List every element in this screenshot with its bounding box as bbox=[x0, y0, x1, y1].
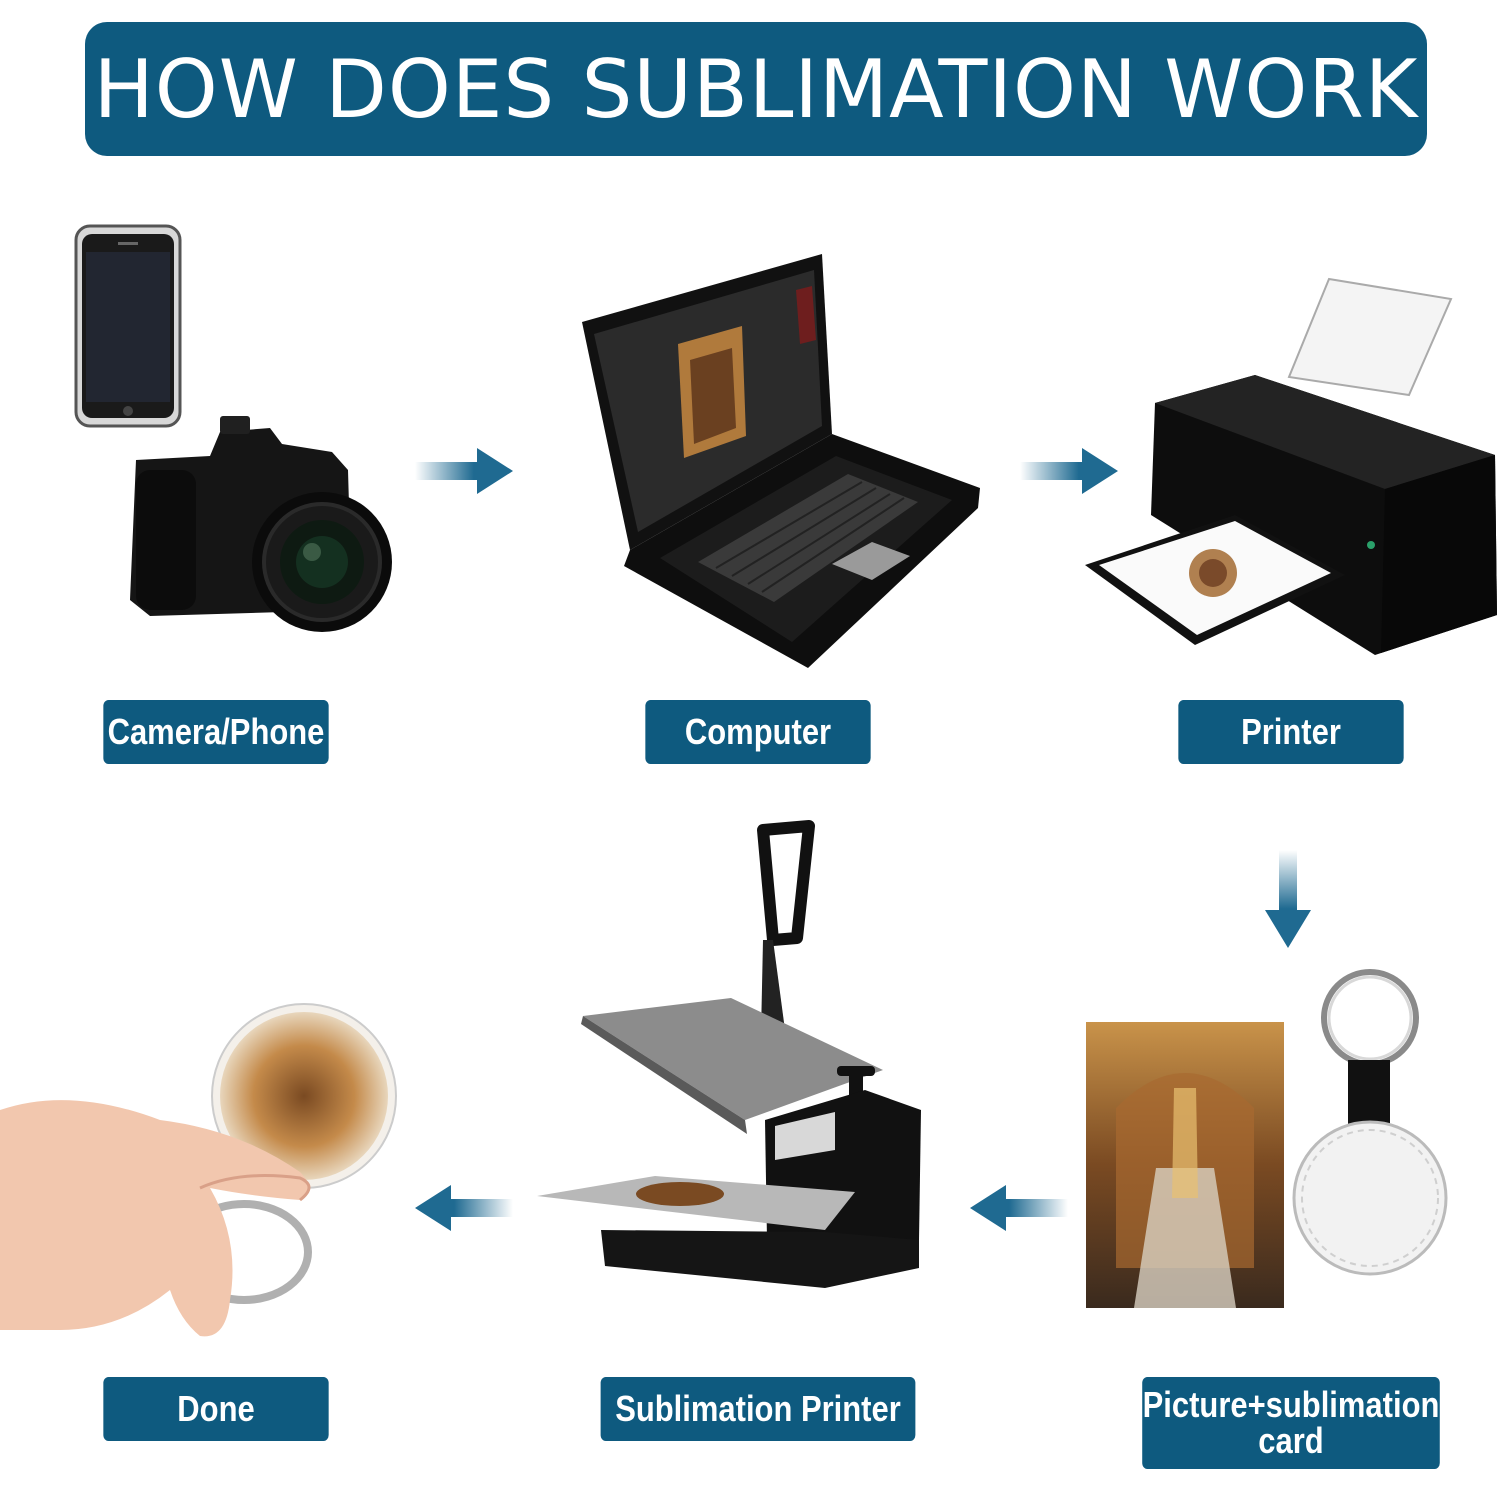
hand-keychain-icon bbox=[0, 1000, 400, 1360]
step-label-sublimation-printer: Sublimation Printer bbox=[600, 1377, 916, 1441]
step-label-camera-phone: Camera/Phone bbox=[103, 700, 329, 764]
camera-phone-icon bbox=[70, 220, 410, 640]
printer-icon bbox=[1085, 275, 1500, 665]
step-label-picture-card: Picture+sublimation card bbox=[1142, 1377, 1440, 1469]
page-title: HOW DOES SUBLIMATION WORK bbox=[93, 42, 1419, 136]
arrow-right-icon bbox=[415, 448, 515, 494]
step-label-printer: Printer bbox=[1178, 700, 1404, 764]
arrow-left-icon bbox=[968, 1185, 1068, 1231]
step-label-computer: Computer bbox=[645, 700, 871, 764]
laptop-icon bbox=[560, 250, 985, 670]
heat-press-icon bbox=[535, 820, 930, 1290]
picture-keychain-icon bbox=[1086, 968, 1466, 1313]
title-banner: HOW DOES SUBLIMATION WORK bbox=[85, 22, 1427, 156]
arrow-down-icon bbox=[1265, 850, 1311, 948]
arrow-right-icon bbox=[1020, 448, 1120, 494]
arrow-left-icon bbox=[413, 1185, 513, 1231]
step-label-done: Done bbox=[103, 1377, 329, 1441]
